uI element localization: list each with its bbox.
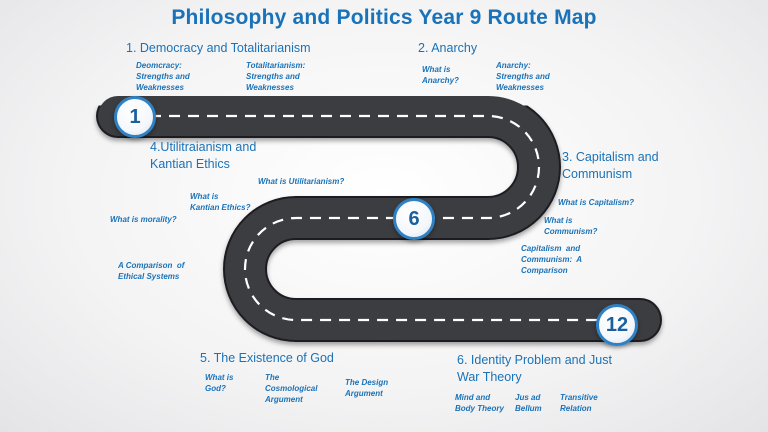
section-1-heading: 1. Democracy and Totalitarianism (126, 41, 311, 55)
section-3-heading-line2: Communism (562, 167, 633, 181)
section-6-heading-line1: 6. Identity Problem and Just (457, 353, 612, 367)
section-3-heading-line1: 3. Capitalism and (562, 150, 659, 164)
section-2-heading: 2. Anarchy (418, 41, 478, 55)
section-3-heading: 3. Capitalism and Communism (562, 149, 659, 183)
topic-transitive-relation: Transitive Relation (560, 393, 598, 413)
topic-design-argument: The Design Argument (345, 378, 389, 398)
topic-what-is-communism: What is Communism? (544, 216, 598, 236)
topic-what-is-kantian-ethics: What is Kantian Ethics? (190, 192, 251, 212)
topic-what-is-anarchy: What is Anarchy? (422, 65, 459, 85)
section-4-heading: 4.Utilitraianism and Kantian Ethics (150, 139, 256, 173)
route-marker-1: 1 (114, 96, 156, 138)
route-marker-12: 12 (596, 304, 638, 346)
topic-comparison-ethical-systems: A Comparison of Ethical Systems (118, 261, 185, 281)
topic-mind-body-theory: Mind and Body Theory (455, 393, 504, 413)
topic-what-is-capitalism: What is Capitalism? (558, 198, 635, 207)
topic-jus-ad-bellum: Jus ad Bellum (515, 393, 542, 413)
topic-capitalism-communism-comparison: Capitalism and Communism: A Comparison (521, 244, 583, 275)
route-marker-6: 6 (393, 198, 435, 240)
topic-what-is-god: What is God? (205, 373, 234, 393)
section-5-heading: 5. The Existence of God (200, 351, 334, 365)
topic-anarchy-strengths: Anarchy: Strengths and Weaknesses (496, 61, 550, 92)
section-4-heading-line1: 4.Utilitraianism and (150, 140, 257, 154)
section-6-heading: 6. Identity Problem and Just War Theory (457, 352, 612, 386)
topic-what-is-morality: What is morality? (110, 215, 177, 224)
section-6-heading-line2: War Theory (457, 370, 522, 384)
page-title: Philosophy and Politics Year 9 Route Map (171, 6, 597, 29)
topic-cosmological-argument: The Cosmological Argument (265, 373, 318, 404)
topic-democracy: Deomcracy: Strengths and Weaknesses (136, 61, 190, 92)
section-4-heading-line2: Kantian Ethics (150, 157, 230, 171)
topic-what-is-utilitarianism: What is Utilitarianism? (258, 177, 345, 186)
topic-totalitarianism: Totalitarianism: Strengths and Weaknesse… (246, 61, 306, 92)
road-center-dashes (150, 114, 600, 322)
